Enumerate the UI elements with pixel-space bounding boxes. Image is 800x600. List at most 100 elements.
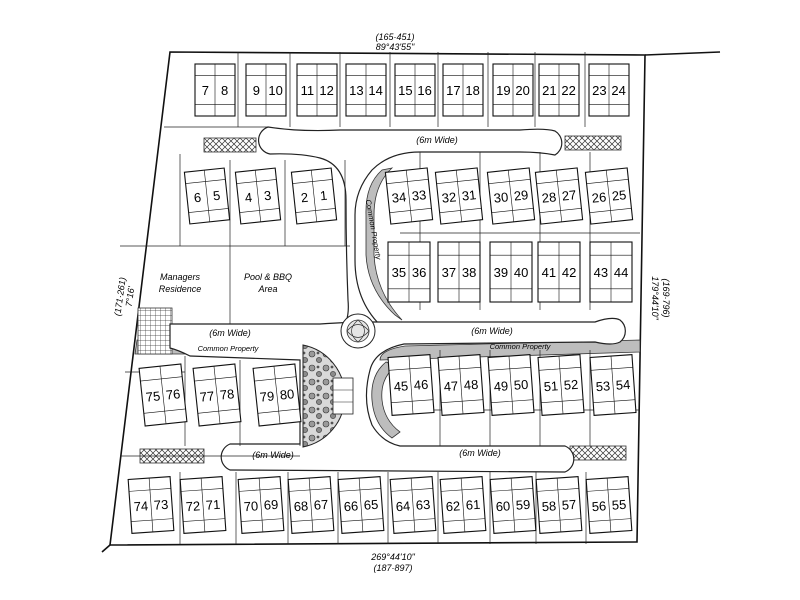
unit-inner-line <box>441 399 484 403</box>
managers-residence-label-2: Residence <box>159 284 202 294</box>
managers-residence-label: Managers <box>160 272 201 282</box>
road-label-lower-right: (6m Wide) <box>459 448 500 458</box>
unit-number: 46 <box>413 377 428 393</box>
unit-inner-line <box>436 179 479 185</box>
unit-inner-line <box>140 376 183 382</box>
unit-party-wall <box>610 356 616 414</box>
unit-inner-line <box>236 179 277 184</box>
unit-inner-line <box>440 488 483 492</box>
common-property-lower-curve <box>371 361 401 439</box>
unit-inner-line <box>539 518 582 522</box>
unit-party-wall <box>455 170 463 222</box>
unit-inner-line <box>239 208 280 213</box>
unit-inner-line <box>291 518 334 522</box>
unit-number: 65 <box>363 497 378 513</box>
unit-number: 59 <box>515 497 530 513</box>
unit-inner-line <box>197 408 240 414</box>
unit-number: 38 <box>462 265 476 280</box>
unit-inner-line <box>538 367 581 371</box>
common-property-right-label: Common Property <box>490 342 552 351</box>
unit-party-wall <box>605 170 613 222</box>
unit-inner-line <box>488 367 531 371</box>
unit-party-wall <box>606 478 612 532</box>
hatched-stub-lower-right <box>569 445 627 461</box>
unit-number: 36 <box>412 265 426 280</box>
top-distance: (165·451) <box>375 32 414 42</box>
unit-inner-line <box>391 399 434 403</box>
unit-number: 10 <box>268 83 282 98</box>
unit-party-wall <box>555 170 563 222</box>
unit-number: 9 <box>253 83 260 98</box>
unit-number: 77 <box>199 388 215 404</box>
unit-35-36: 35 36 <box>387 241 431 303</box>
unit-inner-line <box>341 518 384 522</box>
unit-number: 39 <box>494 265 508 280</box>
road-label-upper: (6m Wide) <box>416 135 457 145</box>
unit-inner-line <box>188 208 229 213</box>
unit-inner-line <box>493 518 536 522</box>
unit-number: 35 <box>392 265 406 280</box>
unit-party-wall <box>507 170 515 222</box>
unit-number: 78 <box>219 386 235 402</box>
unit-number: 53 <box>595 378 610 394</box>
bottom-distance: (187·897) <box>373 563 412 573</box>
unit-number: 49 <box>493 378 508 394</box>
unit-inner-line <box>128 488 171 492</box>
unit-inner-line <box>390 488 433 492</box>
unit-number: 23 <box>592 83 606 98</box>
unit-inner-line <box>241 518 284 522</box>
unit-inner-line <box>589 207 632 213</box>
unit-inner-line <box>589 518 632 522</box>
unit-number: 14 <box>368 83 382 98</box>
unit-party-wall <box>408 356 414 414</box>
top-bearing: 89°43'55" <box>376 42 415 52</box>
common-property-left-label: Common Property <box>198 344 260 353</box>
unit-party-wall <box>358 478 364 532</box>
unit-number: 7 <box>202 83 209 98</box>
unit-number: 62 <box>445 498 460 514</box>
right-bearing: 179°44'10" <box>650 276 660 320</box>
unit-number: 28 <box>541 189 557 205</box>
unit-inner-line <box>488 179 531 185</box>
unit-number: 42 <box>562 265 576 280</box>
unit-number: 76 <box>165 386 181 402</box>
unit-number: 45 <box>393 378 408 394</box>
unit-number: 26 <box>591 189 607 205</box>
unit-inner-line <box>393 518 436 522</box>
unit-party-wall <box>556 478 562 532</box>
unit-number: 54 <box>615 377 630 393</box>
unit-party-wall <box>308 478 314 532</box>
unit-number: 4 <box>244 190 253 206</box>
unit-party-wall <box>460 478 466 532</box>
unit-45-46: 45 46 <box>387 354 435 416</box>
unit-number: 5 <box>212 188 221 204</box>
unit-inner-line <box>541 399 584 403</box>
unit-inner-line <box>539 207 582 213</box>
unit-number: 8 <box>221 83 228 98</box>
common-property-right-strip <box>379 339 641 361</box>
unit-inner-line <box>490 488 533 492</box>
unit-number: 52 <box>563 377 578 393</box>
unit-number: 29 <box>513 187 529 203</box>
unit-53-54: 53 54 <box>589 354 637 416</box>
unit-inner-line <box>536 179 579 185</box>
unit-number: 27 <box>561 187 577 203</box>
unit-number: 79 <box>259 388 275 404</box>
bottom-bearing: 269°44'10" <box>370 552 415 562</box>
unit-party-wall <box>458 356 464 414</box>
